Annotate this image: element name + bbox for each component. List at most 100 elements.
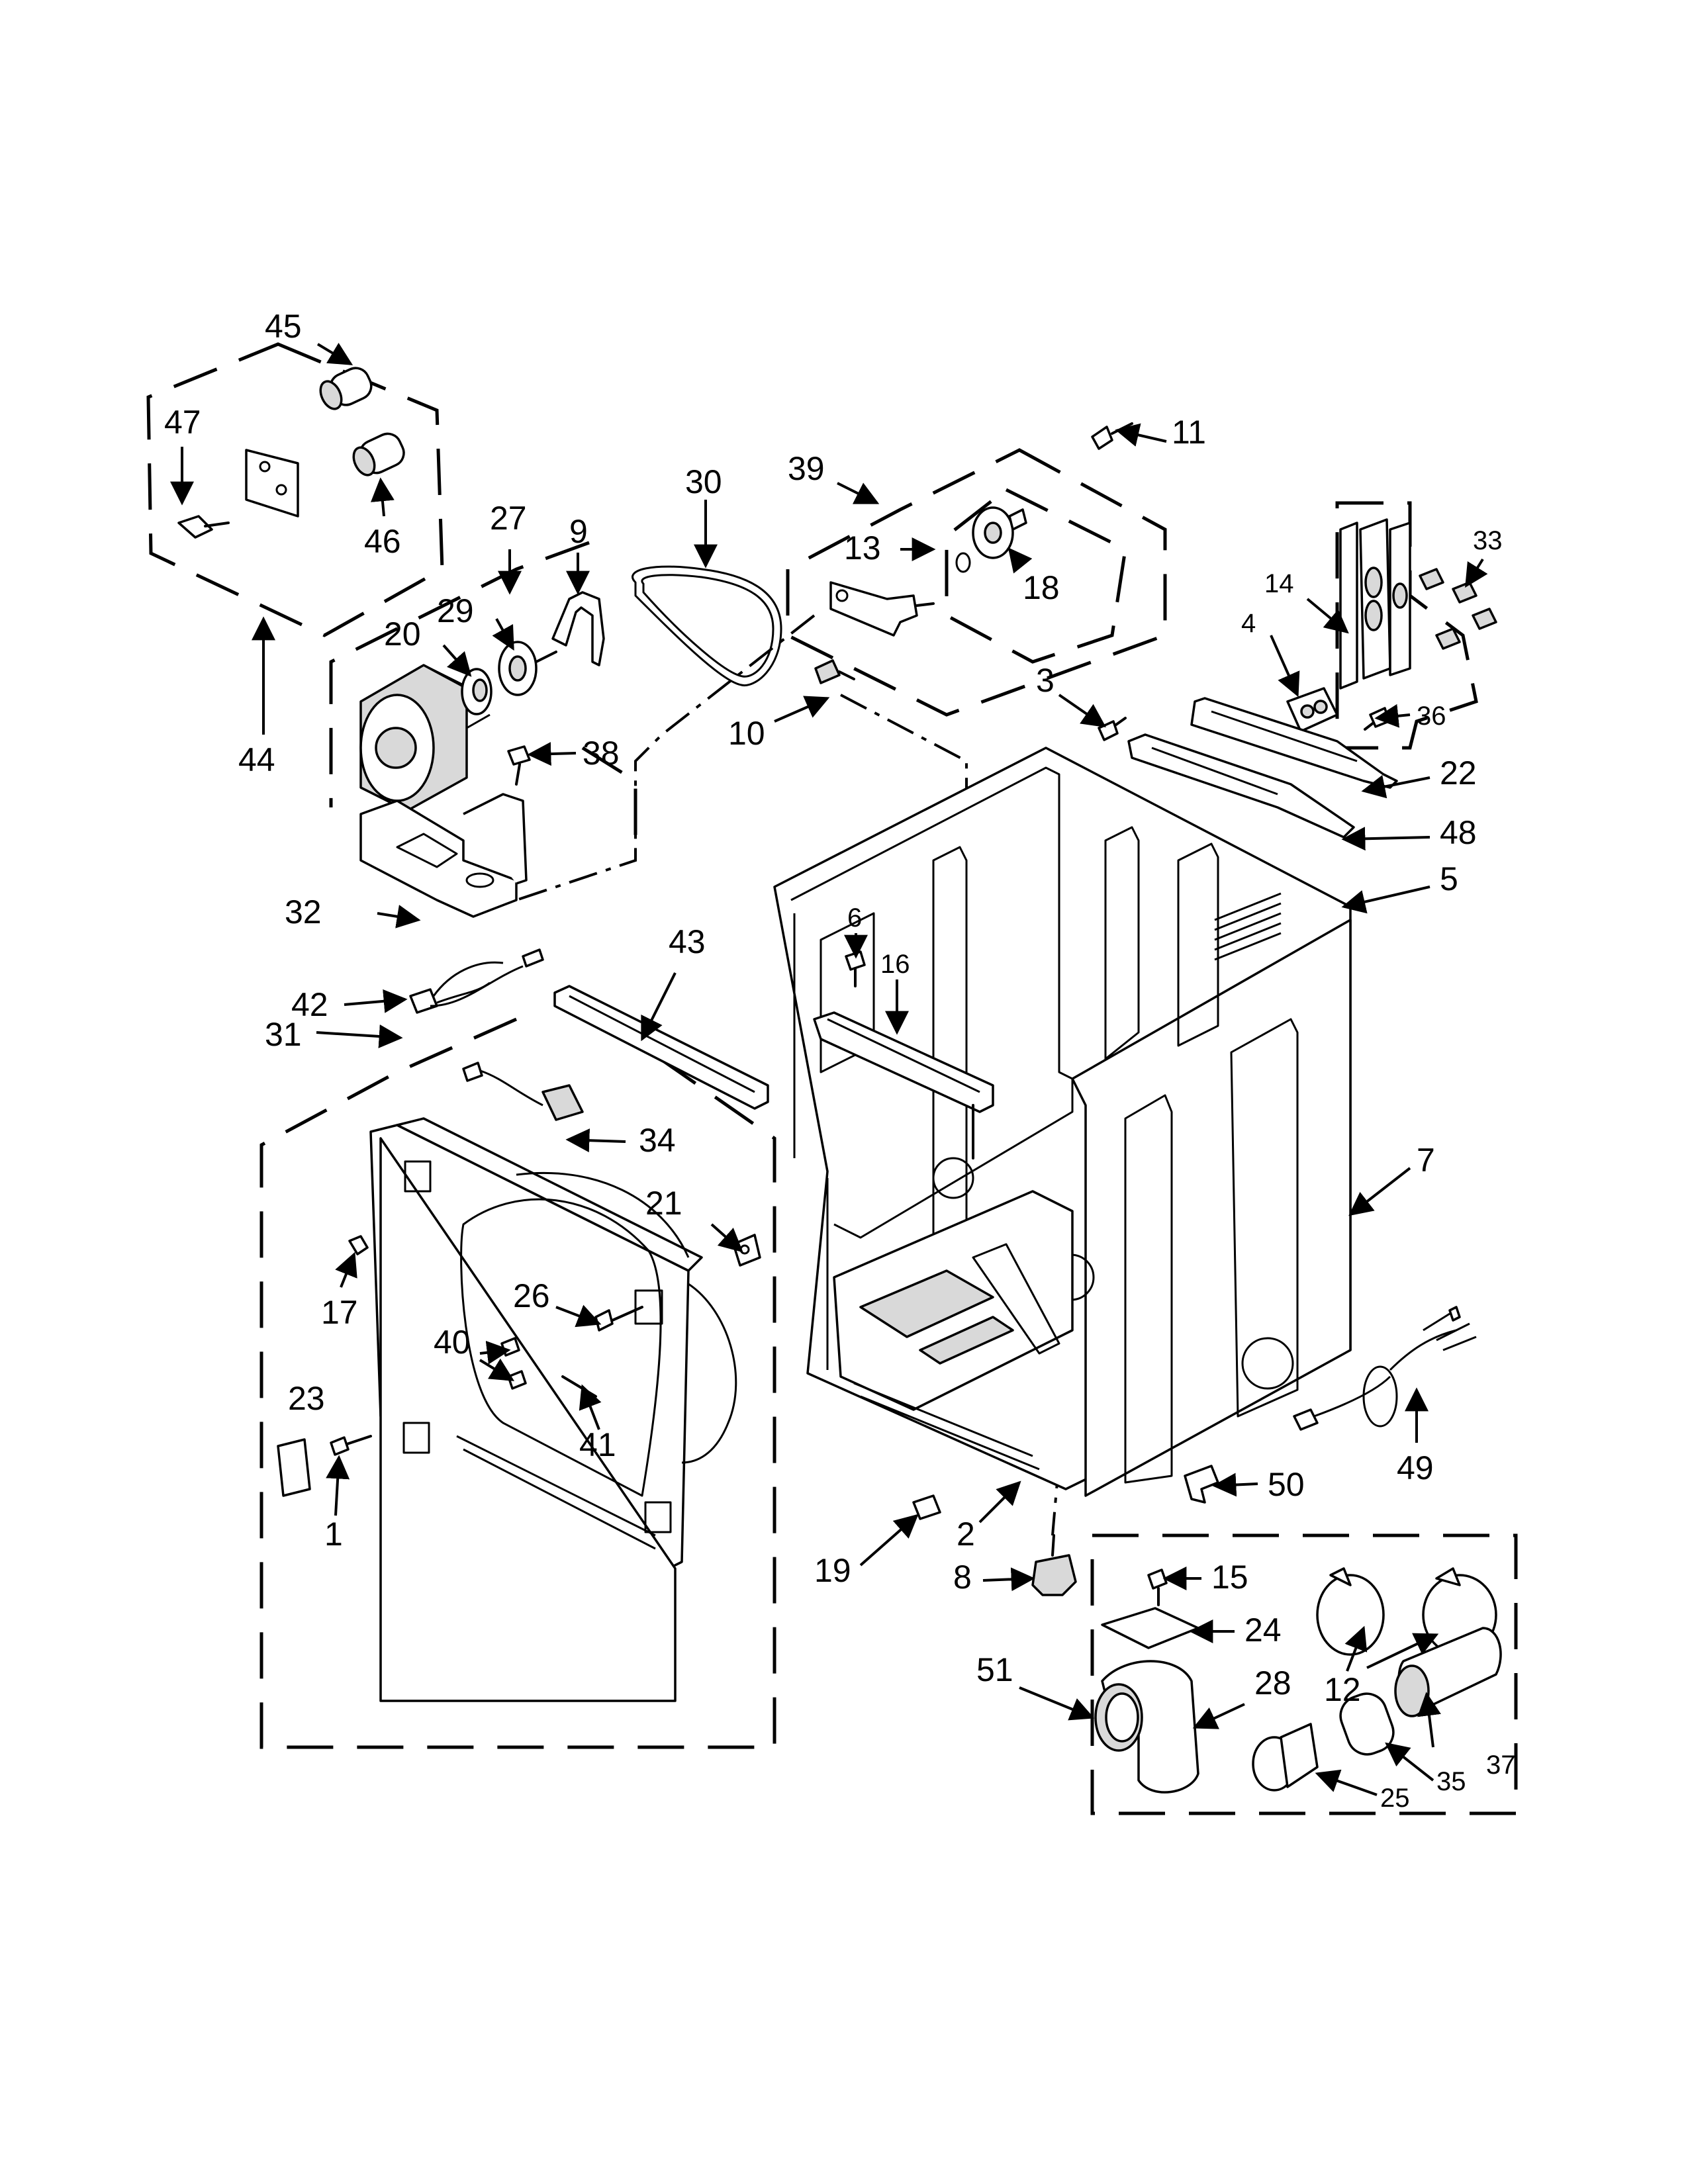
screw-38 — [507, 745, 531, 786]
group-outline-44 — [146, 342, 444, 637]
callout-36: 36 — [1417, 702, 1446, 731]
callout-10: 10 — [728, 715, 765, 752]
front-panel-31 — [369, 1117, 737, 1702]
callout-17: 17 — [321, 1294, 358, 1331]
capacitor-46 — [352, 432, 405, 477]
callout-42: 42 — [291, 986, 328, 1023]
callout-16: 16 — [880, 950, 910, 979]
capacitor-45 — [319, 367, 373, 410]
leveling-leg-8 — [1031, 1534, 1077, 1596]
callout-34: 34 — [639, 1122, 676, 1159]
clip-9 — [551, 591, 605, 666]
callout-5: 5 — [1440, 860, 1458, 897]
callout-19: 19 — [814, 1552, 851, 1589]
callout-30: 30 — [685, 463, 722, 500]
callout-39: 39 — [788, 450, 825, 487]
terminal-block-14 — [1339, 518, 1411, 690]
callout-21: 21 — [645, 1185, 682, 1222]
rear-vent — [1214, 892, 1282, 961]
callout-38: 38 — [583, 735, 620, 772]
idler-arm-13 — [829, 581, 935, 637]
terminal-nuts-33 — [1419, 568, 1497, 650]
clip-50 — [1184, 1465, 1219, 1504]
group-outline-exhaust-kit — [1090, 1533, 1518, 1815]
front-bracket-43 — [553, 985, 769, 1110]
callout-2: 2 — [957, 1516, 975, 1553]
group-outline-39 — [786, 448, 1167, 717]
drive-motor — [359, 664, 492, 812]
bracket-16 — [813, 1011, 994, 1160]
callout-4: 4 — [1241, 609, 1256, 638]
callout-35: 35 — [1436, 1767, 1466, 1796]
screw-36 — [1364, 707, 1390, 731]
callout-9: 9 — [569, 513, 588, 550]
leader-arrows — [170, 342, 1488, 1796]
group-outline-32 — [329, 541, 590, 807]
power-cord-49 — [1293, 1306, 1477, 1431]
callout-27: 27 — [490, 500, 527, 537]
callout-24: 24 — [1244, 1612, 1282, 1649]
callout-40: 40 — [434, 1324, 471, 1361]
callout-15: 15 — [1211, 1559, 1248, 1596]
group-outline-18 — [945, 488, 1127, 664]
idler-spring-10 — [814, 659, 855, 684]
callout-20: 20 — [384, 615, 421, 653]
callout-43: 43 — [669, 923, 706, 960]
callout-26: 26 — [513, 1277, 550, 1314]
callout-12: 12 — [1324, 1671, 1361, 1708]
foot-19 — [912, 1494, 941, 1520]
callout-37: 37 — [1486, 1751, 1516, 1780]
callout-13: 13 — [844, 529, 881, 567]
group-outlines — [146, 342, 1518, 1815]
callout-49: 49 — [1397, 1449, 1434, 1486]
callout-8: 8 — [953, 1559, 972, 1596]
callout-50: 50 — [1268, 1466, 1305, 1503]
cover-plate-24 — [1101, 1607, 1199, 1649]
idler-pulley-18 — [955, 506, 1027, 573]
motor-mount-32 — [359, 793, 528, 918]
callout-23: 23 — [288, 1380, 325, 1417]
duct-adapter-35 — [1339, 1692, 1395, 1756]
callout-labels: 1 2 3 4 5 6 7 8 9 10 11 12 13 14 15 16 1… — [164, 308, 1516, 1813]
door-switch-harness-34 — [462, 1062, 584, 1121]
motor-pulley-29 — [498, 641, 557, 696]
door-strike-17 — [348, 1235, 369, 1255]
callout-33: 33 — [1473, 526, 1503, 555]
callout-28: 28 — [1254, 1664, 1291, 1702]
group-outline-31 — [259, 1017, 776, 1749]
callout-48: 48 — [1440, 814, 1477, 851]
screw-11 — [1091, 422, 1133, 450]
callout-7: 7 — [1417, 1142, 1435, 1179]
elbow-duct-28 — [1094, 1660, 1199, 1794]
callout-25: 25 — [1380, 1784, 1410, 1813]
callout-11: 11 — [1172, 414, 1206, 451]
rear-bracket-22 — [1190, 697, 1398, 789]
callout-31: 31 — [265, 1016, 302, 1053]
callout-47: 47 — [164, 404, 201, 441]
callout-6: 6 — [847, 903, 862, 933]
wire-harness-42 — [409, 948, 544, 1014]
callout-51: 51 — [976, 1651, 1013, 1688]
callout-32: 32 — [285, 893, 322, 931]
callout-22: 22 — [1440, 754, 1477, 792]
clamp-25 — [1252, 1723, 1319, 1792]
drive-belt-30 — [632, 565, 782, 687]
callout-1: 1 — [324, 1516, 343, 1553]
hinge-21 — [732, 1234, 761, 1267]
cabinet-5 — [773, 747, 1352, 1497]
callout-41: 41 — [579, 1426, 616, 1463]
terminal-block-4 — [1286, 687, 1338, 733]
callout-14: 14 — [1264, 569, 1294, 598]
motor-bracket-47 — [177, 449, 299, 539]
callout-3: 3 — [1036, 662, 1055, 699]
callout-18: 18 — [1023, 569, 1060, 606]
screw-1 — [330, 1435, 372, 1456]
callout-45: 45 — [265, 308, 302, 345]
callout-46: 46 — [364, 523, 401, 560]
screw-15 — [1147, 1569, 1168, 1606]
label-23 — [277, 1438, 311, 1497]
callout-44: 44 — [238, 741, 275, 778]
screw-3 — [1098, 717, 1127, 741]
exhaust-hood-12-a — [1316, 1567, 1385, 1656]
